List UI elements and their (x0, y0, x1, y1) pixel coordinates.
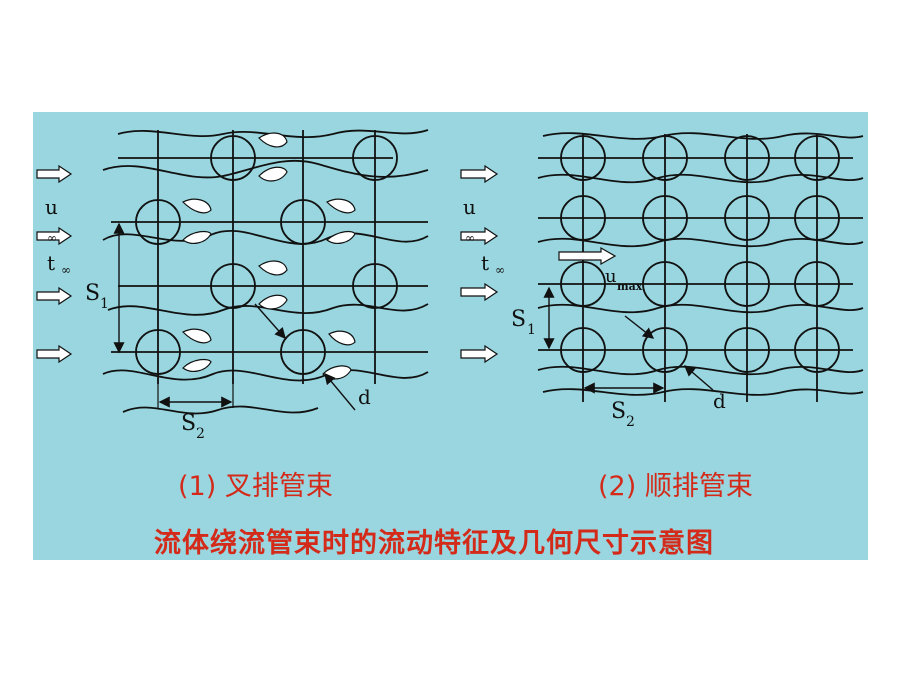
svg-text:1: 1 (527, 322, 536, 338)
wake-eddies-left (181, 132, 356, 380)
s2-dimension-left: S 2 (157, 378, 234, 442)
inline-tube-bank (537, 132, 864, 402)
t-inf-label-left: t (47, 251, 55, 275)
svg-text:max: max (617, 280, 643, 293)
svg-text:u: u (605, 266, 617, 287)
u-inf-sub-left: ∞ (47, 231, 57, 245)
svg-text:S: S (611, 399, 626, 424)
svg-text:2: 2 (196, 426, 205, 442)
staggered-tube-bank (102, 129, 429, 415)
svg-text:S: S (85, 281, 100, 306)
umax-label: u max (605, 266, 643, 293)
inflow-arrows-left (36, 164, 73, 364)
svg-text:d: d (713, 389, 726, 413)
staggered-caption: (1) 叉排管束 (178, 471, 333, 502)
t-inf-sub-left: ∞ (61, 263, 71, 277)
s1-dimension-left: S 1 (85, 222, 125, 354)
s1-dimension-right: S 1 (511, 286, 555, 350)
tube-bank-diagram: u ∞ t ∞ S 1 S 2 d (36, 129, 864, 442)
inline-caption: (2) 顺排管束 (598, 471, 753, 502)
d-indicator-left: d (254, 303, 371, 411)
inflow-arrows-right (460, 164, 617, 364)
s2-dimension-right: S 2 (582, 374, 666, 430)
d-indicator-right: d (624, 315, 726, 413)
t-inf-label-right: t (481, 251, 489, 275)
svg-text:1: 1 (100, 296, 109, 312)
u-inf-label-left: u (45, 195, 58, 219)
svg-text:S: S (511, 307, 526, 332)
svg-text:2: 2 (626, 414, 635, 430)
svg-text:d: d (358, 385, 371, 409)
u-inf-sub-right: ∞ (465, 231, 475, 245)
svg-text:S: S (181, 411, 196, 436)
u-inf-label-right: u (463, 195, 476, 219)
t-inf-sub-right: ∞ (495, 263, 505, 277)
diagram-title: 流体绕流管束时的流动特征及几何尺寸示意图 (154, 528, 714, 559)
